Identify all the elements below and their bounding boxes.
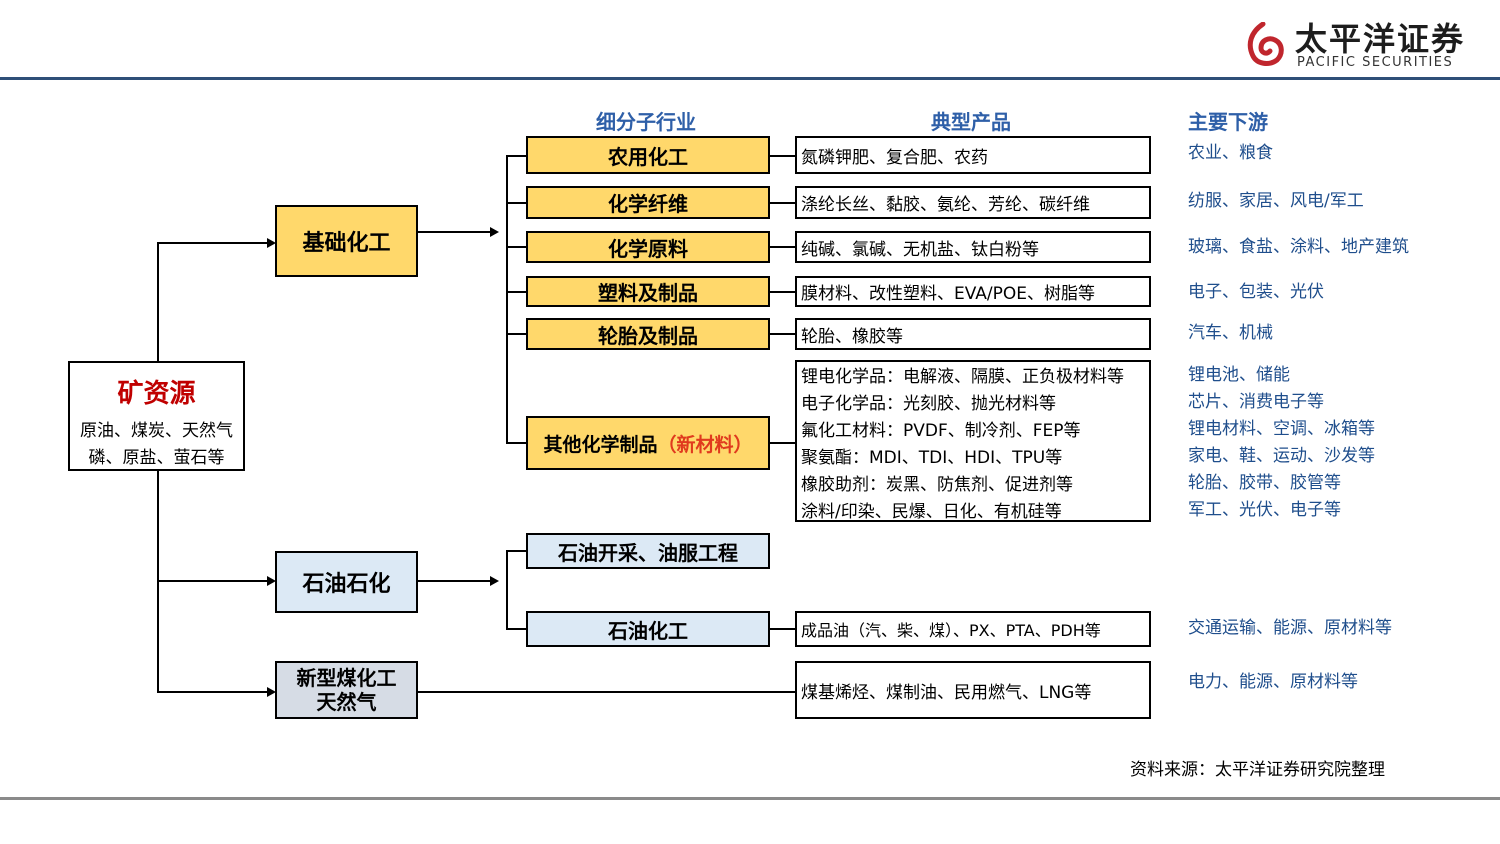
connector-line: [770, 291, 795, 293]
footer-divider: [0, 797, 1500, 800]
downstream-line: 家电、鞋、运动、沙发等: [1188, 446, 1375, 466]
connector-line: [770, 246, 795, 248]
subindustry-plastics: 塑料及制品: [526, 276, 770, 307]
product-line: 氟化工材料：PVDF、制冷剂、FEP等: [801, 421, 1081, 441]
products-other-chemicals: 锂电化学品：电解液、隔膜、正负极材料等 电子化学品：光刻胶、抛光材料等 氟化工材…: [795, 360, 1151, 522]
connector-line: [506, 550, 508, 630]
connector-line: [770, 155, 795, 157]
product-line: 聚氨酯：MDI、TDI、HDI、TPU等: [801, 448, 1063, 468]
source-node-line1: 原油、煤炭、天然气: [80, 421, 233, 441]
products-plastics: 膜材料、改性塑料、EVA/POE、树脂等: [795, 276, 1151, 307]
column-header-downstream: 主要下游: [1188, 110, 1268, 134]
products-tires: 轮胎、橡胶等: [795, 318, 1151, 350]
connector-line: [506, 333, 526, 335]
subindustry-other-highlight: （新材料）: [657, 433, 753, 456]
connector-line: [506, 155, 526, 157]
category-coal-line1: 新型煤化工: [296, 666, 397, 690]
arrow-icon: [267, 576, 276, 586]
source-node-title: 矿资源: [117, 379, 196, 409]
connector-line: [506, 628, 526, 630]
column-header-subindustry: 细分子行业: [596, 110, 696, 134]
arrow-icon: [267, 238, 276, 248]
products-chemical-raw-materials: 纯碱、氯碱、无机盐、钛白粉等: [795, 231, 1151, 263]
arrow-icon: [490, 227, 499, 237]
downstream-petrochemical: 交通运输、能源、原材料等: [1188, 618, 1392, 638]
products-coal-chemicals: 煤基烯烃、煤制油、民用燃气、LNG等: [795, 661, 1151, 719]
connector-line: [418, 580, 490, 582]
subindustry-oil-exploration: 石油开采、油服工程: [526, 533, 770, 569]
products-chemical-fibers: 涤纶长丝、黏胶、氨纶、芳纶、碳纤维: [795, 186, 1151, 219]
downstream-tires: 汽车、机械: [1188, 323, 1273, 343]
connector-line: [418, 691, 795, 693]
product-line: 电子化学品：光刻胶、抛光材料等: [801, 394, 1056, 414]
connector-line: [770, 333, 795, 335]
arrow-icon: [490, 576, 499, 586]
subindustry-other-chemicals: 其他化学制品（新材料）: [526, 416, 770, 470]
connector-line: [506, 550, 526, 552]
connector-line: [506, 156, 508, 444]
product-line: 锂电化学品：电解液、隔膜、正负极材料等: [801, 367, 1124, 387]
connector-line: [157, 691, 267, 693]
connector-line: [506, 246, 526, 248]
connector-line: [506, 442, 526, 444]
brand-logo-icon: [1243, 21, 1285, 68]
connector-line: [157, 242, 159, 362]
downstream-line: 锂电材料、空调、冰箱等: [1188, 419, 1375, 439]
downstream-plastics: 电子、包装、光伏: [1188, 282, 1324, 302]
source-node: 矿资源 原油、煤炭、天然气 磷、原盐、萤石等: [68, 361, 245, 471]
connector-line: [506, 202, 526, 204]
connector-line: [157, 580, 267, 582]
downstream-other-chemicals: 锂电池、储能 芯片、消费电子等 锂电材料、空调、冰箱等 家电、鞋、运动、沙发等 …: [1188, 362, 1375, 524]
subindustry-chemical-raw-materials: 化学原料: [526, 231, 770, 263]
downstream-chemical-fibers: 纺服、家居、风电/军工: [1188, 191, 1364, 211]
downstream-line: 芯片、消费电子等: [1188, 392, 1324, 412]
subindustry-other-label: 其他化学制品: [543, 433, 658, 456]
brand-name-cn: 太平洋证券: [1295, 20, 1466, 58]
category-coal-line2: 天然气: [316, 690, 377, 714]
downstream-line: 锂电池、储能: [1188, 365, 1290, 385]
subindustry-petrochemical: 石油化工: [526, 611, 770, 647]
downstream-line: 军工、光伏、电子等: [1188, 500, 1341, 520]
connector-line: [506, 291, 526, 293]
connector-line: [770, 202, 795, 204]
source-node-line2: 磷、原盐、萤石等: [88, 448, 225, 468]
downstream-line: 轮胎、胶带、胶管等: [1188, 473, 1341, 493]
connector-line: [157, 242, 267, 244]
downstream-agrochemicals: 农业、粮食: [1188, 143, 1273, 163]
subindustry-chemical-fibers: 化学纤维: [526, 186, 770, 219]
category-basic-chemicals: 基础化工: [275, 205, 418, 277]
category-coal-chemicals: 新型煤化工 天然气: [275, 661, 418, 719]
arrow-icon: [267, 687, 276, 697]
header-divider: [0, 77, 1500, 80]
category-petrochemicals: 石油石化: [275, 551, 418, 613]
subindustry-agrochemicals: 农用化工: [526, 136, 770, 174]
downstream-chemical-raw-materials: 玻璃、食盐、涂料、地产建筑: [1188, 237, 1409, 257]
downstream-coal-chemicals: 电力、能源、原材料等: [1188, 672, 1358, 692]
products-agrochemicals: 氮磷钾肥、复合肥、农药: [795, 136, 1151, 174]
product-line: 涂料/印染、民爆、日化、有机硅等: [801, 502, 1062, 522]
subindustry-tires: 轮胎及制品: [526, 318, 770, 350]
brand-name-en: PACIFIC SECURITIES: [1297, 55, 1454, 70]
connector-line: [770, 442, 795, 444]
connector-line: [770, 628, 795, 630]
connector-line: [418, 231, 490, 233]
source-note: 资料来源：太平洋证券研究院整理: [1130, 760, 1385, 780]
products-petrochemical: 成品油（汽、柴、煤）、PX、PTA、PDH等: [795, 611, 1151, 647]
product-line: 橡胶助剂：炭黑、防焦剂、促进剂等: [801, 475, 1073, 495]
column-header-products: 典型产品: [931, 110, 1011, 134]
